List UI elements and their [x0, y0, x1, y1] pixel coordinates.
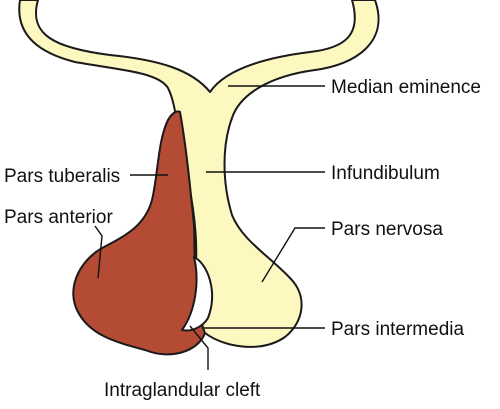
label-intraglandular-cleft: Intraglandular cleft: [104, 380, 261, 401]
label-infundibulum: Infundibulum: [331, 163, 440, 184]
anterior-pituitary-shape: [72, 110, 206, 356]
label-pars-nervosa: Pars nervosa: [331, 219, 443, 240]
label-pars-tuberalis: Pars tuberalis: [4, 166, 120, 187]
intraglandular-cleft-leader: [189, 325, 209, 370]
posterior-pituitary-shape: [18, 0, 380, 348]
label-pars-anterior: Pars anterior: [4, 207, 113, 228]
label-pars-intermedia: Pars intermedia: [331, 319, 464, 340]
label-median-eminence: Median eminence: [331, 77, 481, 98]
pars-anterior-leader: [94, 225, 103, 279]
pars-nervosa-leader: [261, 227, 325, 283]
intraglandular-cleft-shape: [181, 256, 213, 332]
